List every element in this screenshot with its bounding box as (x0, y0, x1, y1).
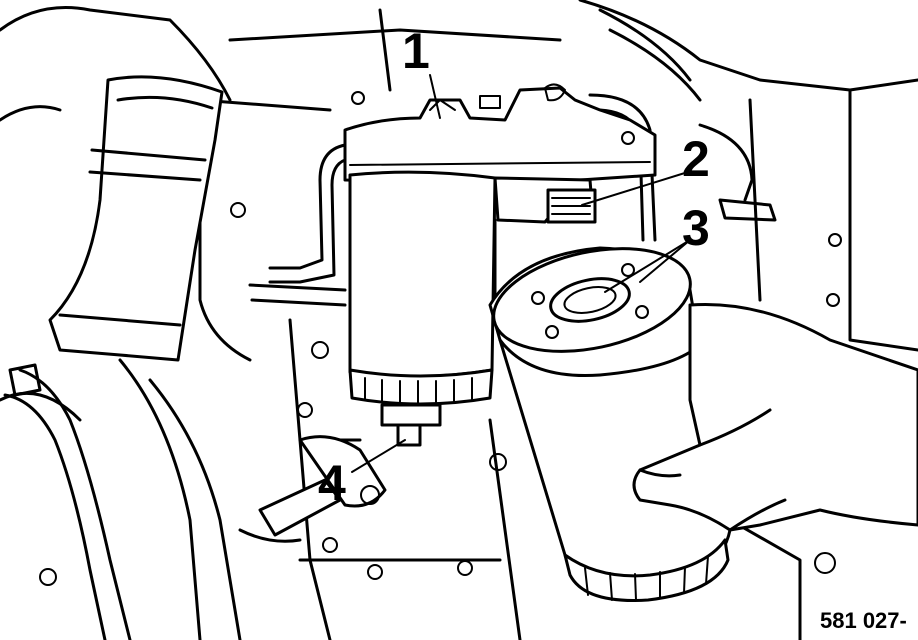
leader-2 (581, 171, 689, 206)
figure-reference: 581 027- (820, 608, 907, 633)
bolt-heads (39, 91, 842, 586)
leader-3b (639, 239, 691, 283)
callout-labels: 1 2 3 4 (318, 23, 710, 511)
leader-1 (429, 74, 441, 119)
callout-leaders (351, 74, 691, 473)
drain-fitting (238, 435, 387, 543)
hand (632, 302, 918, 532)
callout-4-label: 4 (318, 455, 346, 511)
callout-3-label: 3 (682, 200, 710, 256)
leader-4 (351, 439, 406, 473)
fuel-filter-mounted (348, 170, 497, 447)
callout-1-label: 1 (402, 23, 430, 79)
air-intake-pipe (48, 75, 224, 362)
filter-head (343, 83, 657, 184)
leader-3a (604, 239, 691, 293)
left-hoses (3, 363, 132, 640)
filter-housing-rear (493, 176, 597, 302)
callout-2-label: 2 (682, 131, 710, 187)
